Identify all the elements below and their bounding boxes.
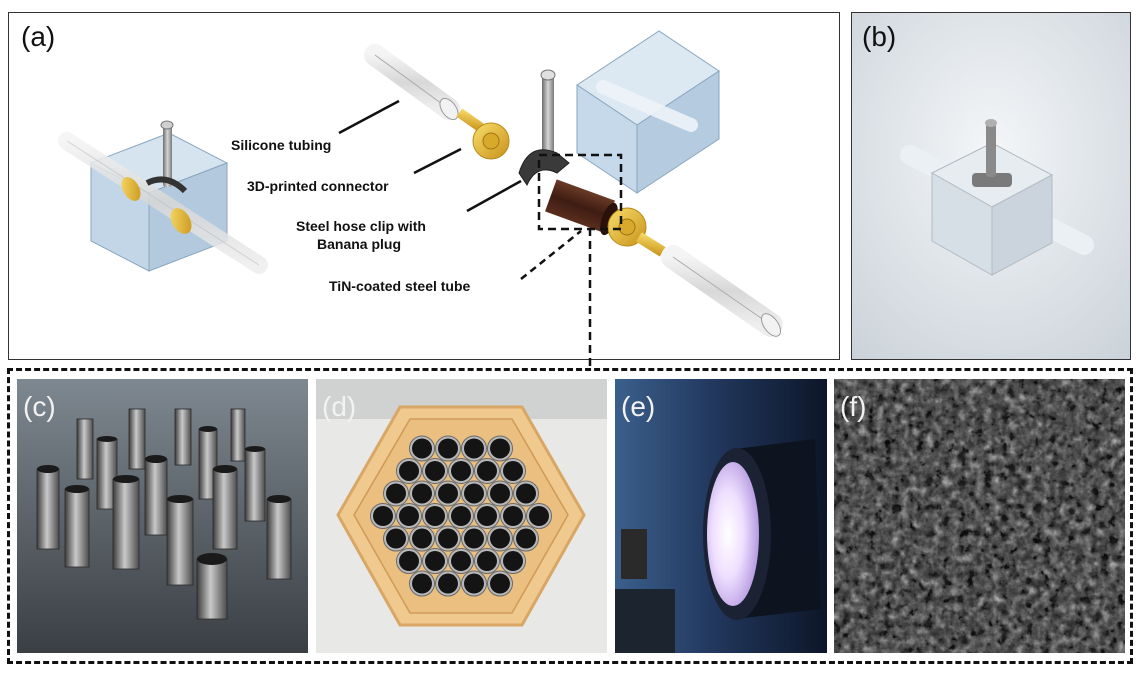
assembly-illustration <box>58 30 783 337</box>
tube-bore <box>412 573 432 594</box>
tube-bore <box>451 460 471 481</box>
panel-c-label: (c) <box>23 391 56 422</box>
callout-tin-coated-tube: TiN-coated steel tube <box>329 278 471 294</box>
tube-bore <box>386 483 406 504</box>
tube-bore <box>464 438 484 459</box>
tube-bore <box>490 573 510 594</box>
acrylic-block <box>576 30 720 194</box>
tube-bore <box>425 551 445 572</box>
tube-bore <box>503 460 523 481</box>
callout-hose-clip-line2: Banana plug <box>317 236 402 252</box>
panel-f-sem-image: (f) <box>834 379 1125 653</box>
zoom-box <box>537 153 623 231</box>
tube-bore <box>412 528 432 549</box>
panel-b-photo: (b) <box>851 12 1131 360</box>
tube-bore <box>477 551 497 572</box>
tube-bore <box>373 506 393 526</box>
tube-bore <box>438 483 458 504</box>
hose-clip-banana-plug <box>518 69 570 187</box>
tube-bore <box>516 483 536 504</box>
connector-bottom <box>607 207 666 257</box>
bottom-dashed-frame <box>7 368 1133 664</box>
tube-bore <box>477 460 497 481</box>
panel-e-label: (e) <box>621 391 656 422</box>
panel-b-label: (b) <box>862 21 897 52</box>
panel-f-label: (f) <box>840 391 867 422</box>
tube-bore <box>412 438 432 459</box>
leader-lines <box>338 99 582 280</box>
panel-e-photo: (e) <box>615 379 827 653</box>
silicone-tubing-bottom <box>661 245 783 337</box>
sem-texture <box>834 379 1125 653</box>
steel-tubes-photo <box>17 379 308 653</box>
callout-hose-clip-line1: Steel hose clip with <box>296 218 426 234</box>
zoom-connector-line <box>588 228 592 370</box>
tube-bore <box>438 528 458 549</box>
panel-c-photo: (c) <box>17 379 308 653</box>
panel-d-photo: (d) <box>316 379 607 653</box>
tube-bore <box>451 506 471 526</box>
callout-3d-printed-connector: 3D-printed connector <box>247 178 389 194</box>
panel-a-label: (a) <box>21 21 56 52</box>
tube-bore <box>464 573 484 594</box>
tin-coated-tube <box>545 179 618 236</box>
tube-bore <box>503 551 523 572</box>
connector-top <box>456 108 510 160</box>
plasma-chamber-photo <box>615 379 827 653</box>
tube-bore <box>490 438 510 459</box>
tube-bore <box>438 573 458 594</box>
hexagon-holder-photo <box>316 379 607 653</box>
tube-bore <box>399 551 419 572</box>
panel-d-label: (d) <box>322 391 357 422</box>
tube-bore <box>464 483 484 504</box>
tube-bore <box>464 528 484 549</box>
tube-bore <box>425 506 445 526</box>
silicone-tubing-top <box>364 44 460 121</box>
tube-bore <box>477 506 497 526</box>
tube-bore <box>399 506 419 526</box>
assembled-cell <box>58 120 268 274</box>
tube-bore <box>386 528 406 549</box>
tube-bore <box>438 438 458 459</box>
tube-bore <box>490 528 510 549</box>
tube-bore <box>412 483 432 504</box>
tube-bore <box>490 483 510 504</box>
panel-a-diagram: (a) Silicone tubing 3D-printed connector… <box>8 12 840 360</box>
tube-bore <box>399 460 419 481</box>
tube-bore <box>516 528 536 549</box>
tube-bore <box>503 506 523 526</box>
assembled-cell-photo <box>852 13 1130 359</box>
tube-bore <box>451 551 471 572</box>
tube-bore <box>425 460 445 481</box>
tube-bore <box>529 506 549 526</box>
callout-silicone-tubing: Silicone tubing <box>231 137 332 153</box>
